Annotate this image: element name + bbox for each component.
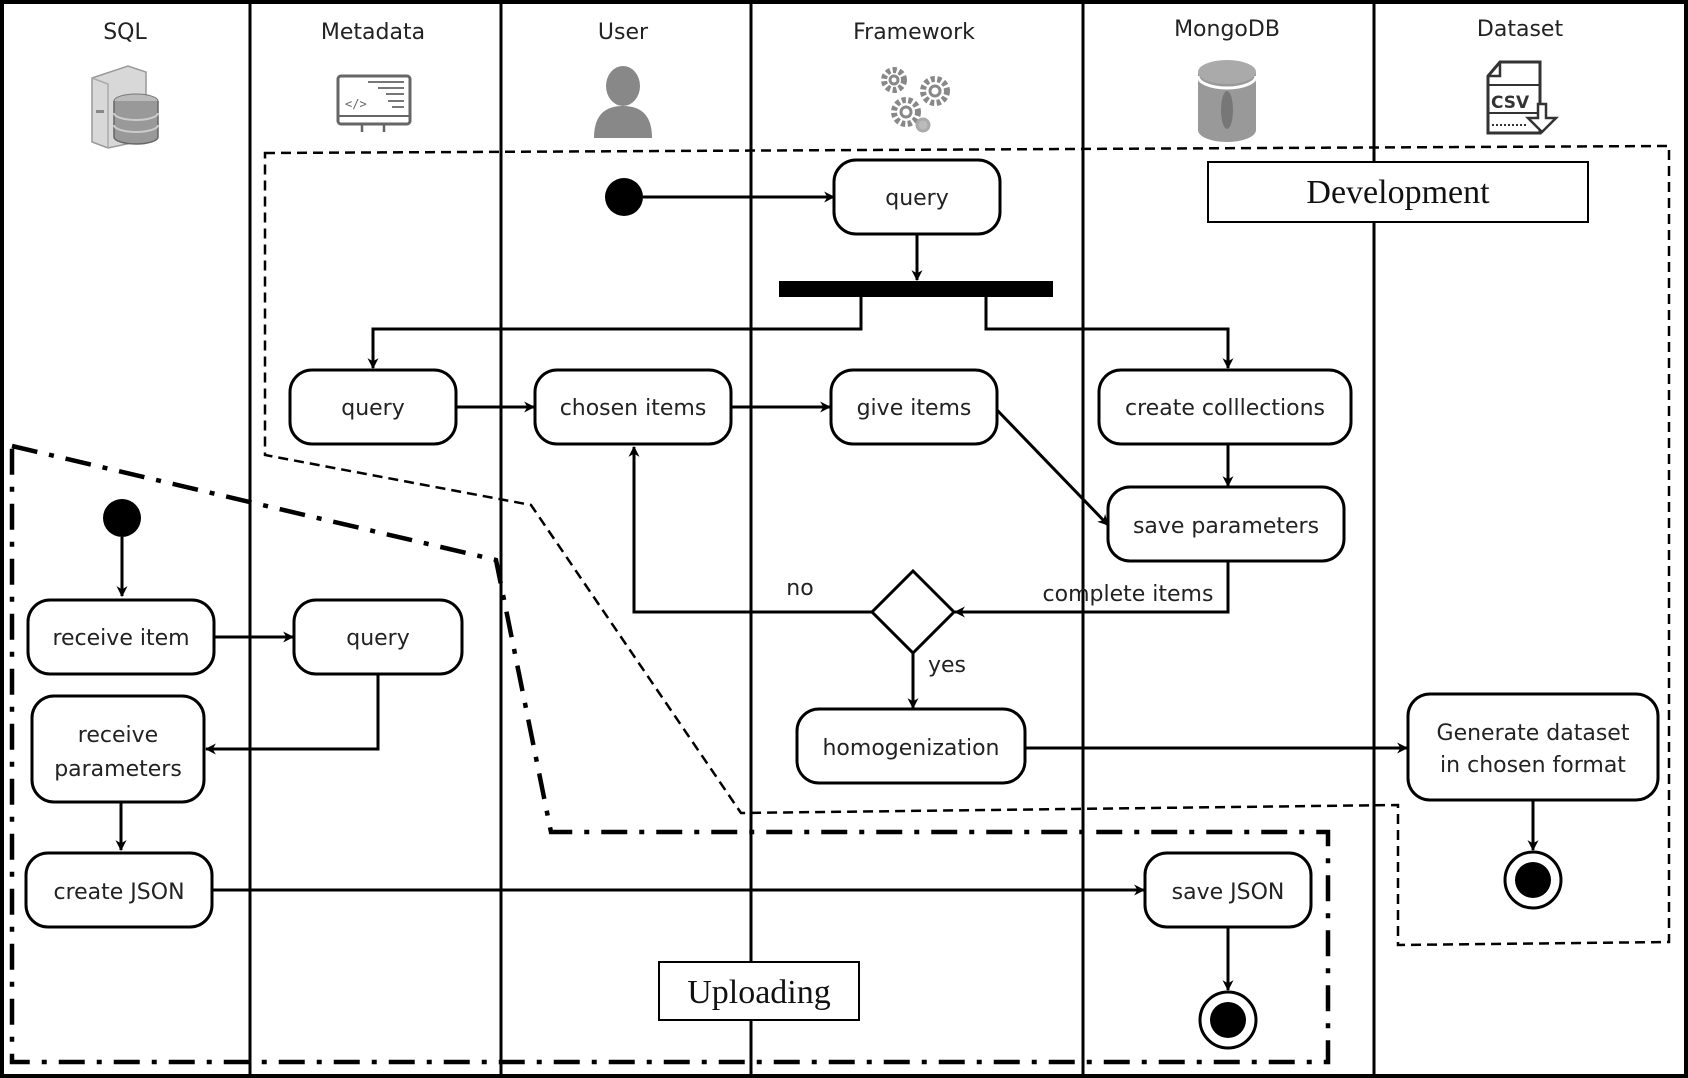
lane-title-sql: SQL — [103, 20, 147, 45]
development-start-node — [605, 178, 643, 216]
uploading-end-node — [1198, 990, 1258, 1050]
edge-label-yes: yes — [928, 653, 966, 678]
activity-node-receive-parameters — [30, 694, 206, 804]
mongodb-cylinder-icon — [1196, 60, 1258, 142]
edge-fork-to-create-collections — [984, 297, 1234, 370]
svg-text:</>: </> — [345, 97, 367, 111]
activity-label: receive item — [52, 626, 189, 651]
activity-label: query — [341, 396, 405, 421]
uploading-region-label-box — [658, 961, 860, 1021]
activity-node-give-items — [829, 368, 999, 446]
edge-decision-no-to-chosen-items — [628, 445, 872, 614]
activity-label: in chosen format — [1440, 753, 1626, 778]
gears-icon — [881, 67, 950, 133]
activity-label: receive — [78, 723, 158, 748]
edge-give-items-to-save-params — [995, 408, 1110, 527]
csv-file-download-icon: CSV — [1486, 60, 1560, 135]
lane-title-framework: Framework — [853, 20, 975, 45]
database-server-icon — [91, 65, 159, 149]
edge-save-params-to-decision — [953, 561, 1230, 618]
activity-label: create colllections — [1125, 396, 1325, 421]
development-end-node — [1503, 850, 1563, 910]
lane-title-dataset: Dataset — [1477, 17, 1564, 42]
edge-label-complete-items: complete items — [1043, 582, 1214, 607]
activity-label: create JSON — [53, 880, 184, 905]
development-region-border — [263, 144, 1671, 947]
activity-label: save parameters — [1133, 514, 1319, 539]
lane-title-user: User — [598, 20, 649, 45]
activity-label: homogenization — [822, 736, 999, 761]
lane-title-metadata: Metadata — [321, 20, 425, 45]
edge-fork-to-metadata-query — [367, 297, 863, 370]
activity-label: chosen items — [560, 396, 707, 421]
activity-label: query — [346, 626, 410, 651]
activity-node-homogenization — [795, 707, 1027, 785]
swimlane-headers: SQL Metadata User Framework MongoDB Data… — [103, 17, 1563, 45]
uploading-region-label: Uploading — [687, 974, 831, 1011]
uploading-region-border — [9, 443, 1331, 1065]
activity-label: give items — [857, 396, 972, 421]
uploading-start-node — [103, 499, 141, 537]
activity-node-save-parameters — [1106, 485, 1346, 563]
activity-label: parameters — [54, 757, 182, 782]
edge-label-no: no — [786, 576, 813, 601]
edge-query-to-receive-parameters — [204, 674, 380, 755]
svg-text:CSV: CSV — [1491, 93, 1530, 113]
activity-label: save JSON — [1172, 880, 1285, 905]
code-monitor-icon: </> — [336, 74, 412, 132]
activity-node-create-collections — [1097, 368, 1353, 446]
development-region-label: Development — [1306, 174, 1490, 211]
fork-bar — [779, 281, 1053, 297]
development-region-label-box — [1207, 161, 1589, 223]
activity-node-generate-dataset — [1406, 692, 1660, 802]
activity-label: query — [885, 186, 949, 211]
activity-label: Generate dataset — [1437, 721, 1630, 746]
lane-title-mongodb: MongoDB — [1174, 17, 1280, 42]
user-icon — [594, 66, 652, 138]
